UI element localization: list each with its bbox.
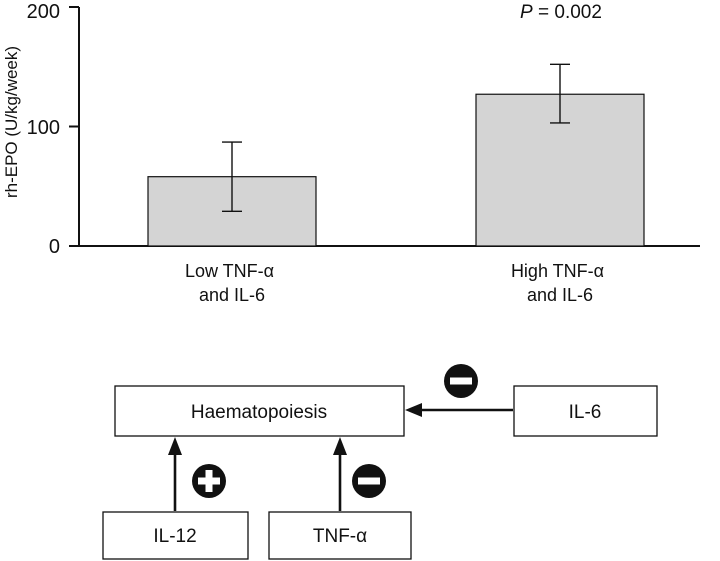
arrow-il12-to-haematopoiesis — [168, 437, 182, 511]
y-tick-label-0: 0 — [49, 236, 60, 258]
cytokine-diagram: Haematopoiesis IL-6 IL-12 TNF-α — [102, 364, 658, 560]
p-value-annotation: P = 0.002 — [520, 2, 602, 23]
tnf-label: TNF-α — [313, 526, 367, 547]
plus-badge-icon — [192, 464, 226, 498]
il6-box — [513, 385, 658, 437]
arrow-tnf-to-haematopoiesis — [333, 437, 347, 511]
category-label-low-line2: and IL-6 — [199, 285, 265, 305]
tnf-box — [268, 511, 412, 560]
y-axis-label: rh-EPO (U/kg/week) — [2, 46, 21, 198]
p-value-italic: P — [520, 2, 533, 23]
minus-badge-icon — [352, 464, 386, 498]
il12-box — [102, 511, 249, 560]
haematopoiesis-box — [114, 385, 405, 437]
category-label-high-line1: High TNF-α — [511, 261, 604, 281]
category-label-low: Low TNF-α and IL-6 — [185, 261, 279, 305]
category-label-high: High TNF-α and IL-6 — [511, 261, 609, 305]
error-bar-low — [222, 141, 242, 213]
y-tick-label-200: 200 — [27, 1, 60, 23]
p-value-rest: = 0.002 — [533, 2, 602, 23]
y-tick-label-100: 100 — [27, 117, 60, 139]
il6-label: IL-6 — [569, 402, 602, 423]
category-label-high-line2: and IL-6 — [527, 285, 593, 305]
minus-badge-icon — [444, 364, 478, 398]
bar-high — [475, 93, 645, 247]
il12-label: IL-12 — [153, 526, 196, 547]
bar-chart: 200 100 0 rh-EPO (U/kg/week) Low TNF-α a… — [2, 1, 700, 305]
arrow-il6-to-haematopoiesis — [405, 403, 513, 417]
error-bar-high — [550, 63, 570, 124]
category-label-low-line1: Low TNF-α — [185, 261, 274, 281]
haematopoiesis-label: Haematopoiesis — [191, 402, 327, 423]
